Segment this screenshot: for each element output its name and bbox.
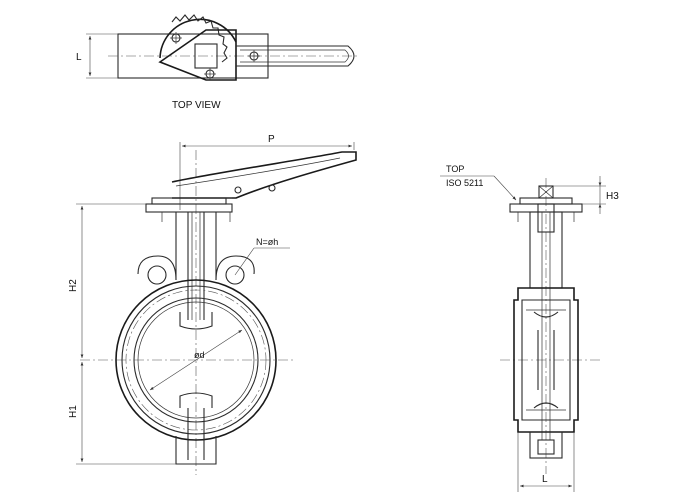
top-view-dim-L: L <box>76 52 82 63</box>
front-dim-N: N=øh <box>256 237 278 247</box>
front-dim-H1: H1 <box>68 405 79 418</box>
front-view: P N=øh <box>68 134 357 475</box>
side-iso-label: ISO 5211 <box>446 178 483 188</box>
top-view: L TOP VIEW <box>76 14 360 111</box>
side-view: TOP ISO 5211 H3 L <box>440 164 619 492</box>
side-top-label: TOP <box>446 164 464 174</box>
front-dim-H2: H2 <box>68 279 79 292</box>
top-view-caption: TOP VIEW <box>172 100 221 111</box>
front-dim-d: ød <box>194 350 205 360</box>
side-dim-H3: H3 <box>606 191 619 202</box>
front-dim-P: P <box>268 134 275 145</box>
side-dim-L: L <box>542 474 548 485</box>
